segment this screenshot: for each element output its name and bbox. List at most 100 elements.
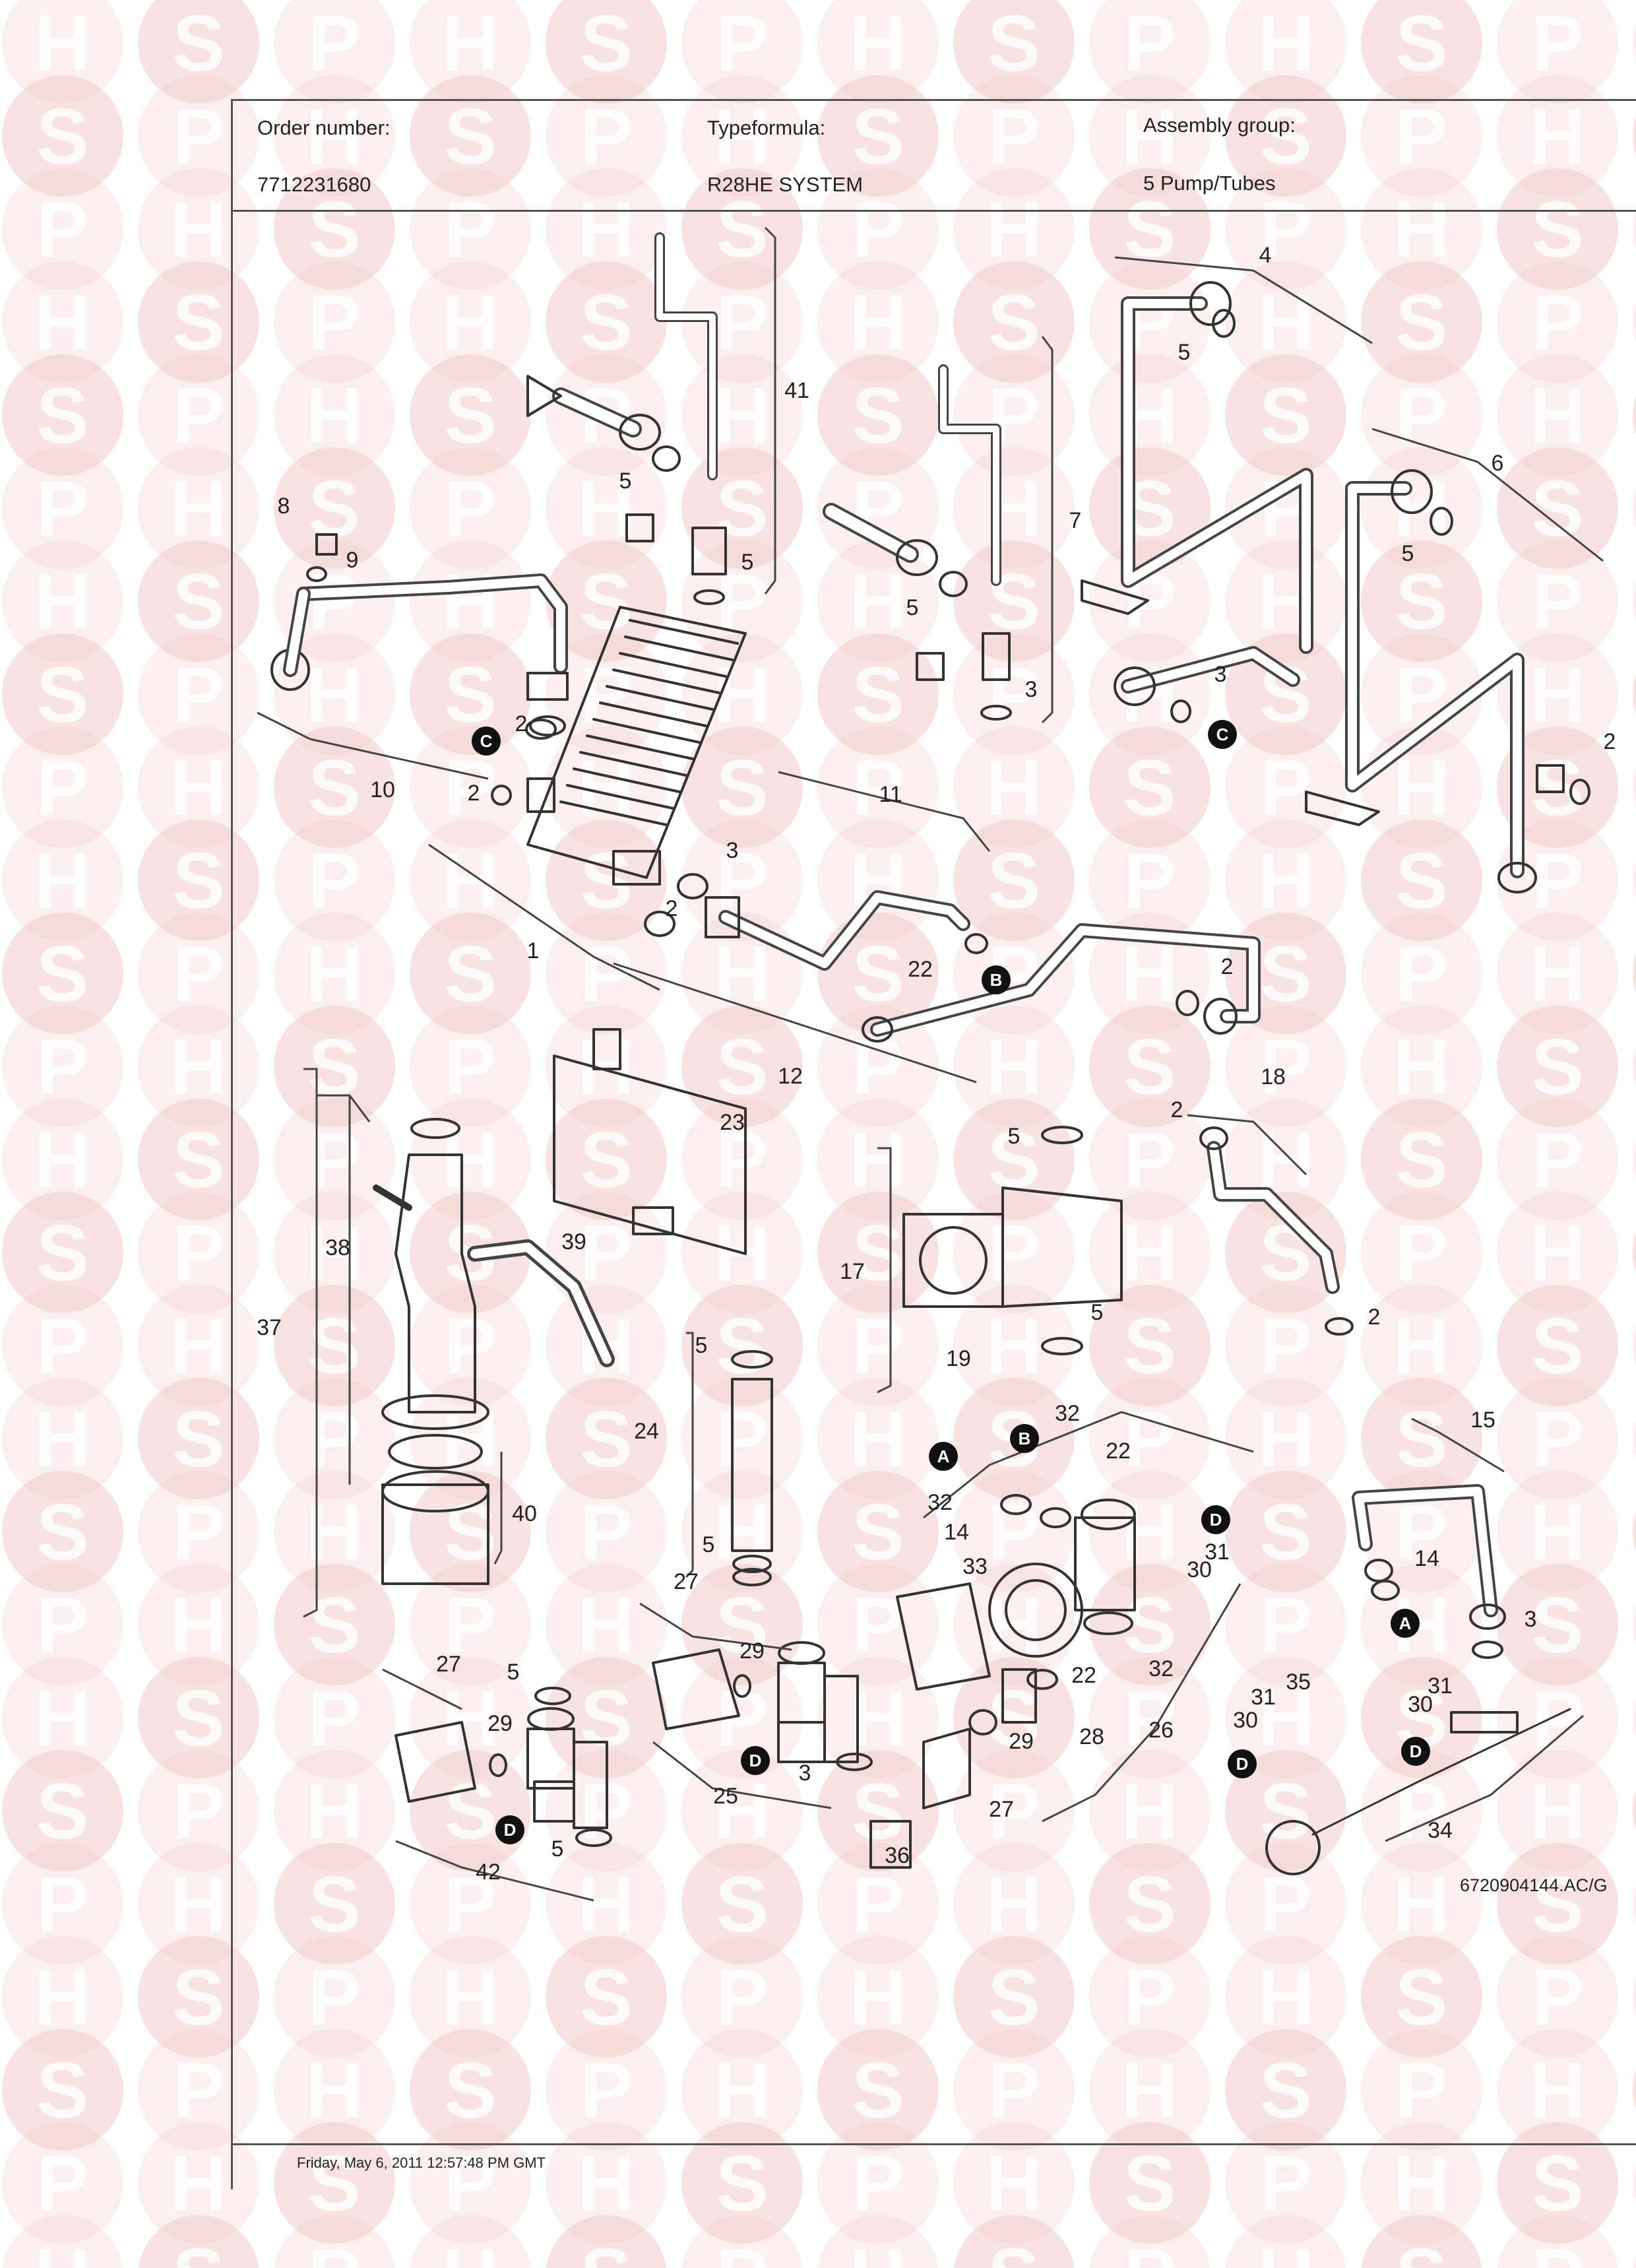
watermark-letter: P	[716, 278, 769, 367]
watermark-circle	[274, 820, 395, 941]
watermark-circle	[817, 75, 939, 197]
watermark-letter: P	[444, 465, 497, 553]
watermark-circle	[1361, 1378, 1482, 1499]
watermark-letter: S	[36, 92, 89, 181]
watermark-letter: H	[850, 278, 907, 367]
watermark-circle	[138, 1471, 259, 1592]
watermark-letter: S	[1123, 1860, 1176, 1949]
callout-42: 42	[476, 1860, 501, 1885]
watermark-letter: S	[1123, 744, 1176, 832]
watermark-letter: H	[442, 278, 499, 367]
watermark-letter: H	[1529, 930, 1587, 1018]
watermark-circle	[1633, 1233, 1636, 1272]
watermark-circle	[681, 2122, 803, 2244]
watermark-circle	[410, 1099, 531, 1220]
document-code: 6720904144.AC/G	[1460, 1875, 1608, 1895]
callout-3: 3	[1525, 1607, 1537, 1632]
watermark-letter: H	[306, 651, 363, 739]
marker-d: D	[1210, 1510, 1222, 1530]
watermark-letter: H	[306, 2046, 363, 2135]
watermark-circle	[681, 1843, 803, 1964]
watermark-letter: H	[1121, 92, 1179, 181]
watermark-letter: S	[172, 1953, 225, 2042]
watermark-circle	[1633, 1047, 1636, 1086]
watermark-letter: P	[444, 185, 497, 274]
watermark-letter: P	[172, 930, 225, 1018]
watermark-letter: P	[308, 2232, 361, 2268]
marker-d-circle	[1401, 1737, 1430, 1766]
watermark-circle	[546, 1564, 667, 1685]
watermark-letter: S	[1531, 744, 1584, 832]
watermark-circle	[953, 0, 1075, 104]
watermark-circle	[2, 2215, 123, 2268]
pipe-18	[1199, 1126, 1354, 1336]
watermark-letter: S	[580, 278, 633, 367]
watermark-circle	[138, 168, 259, 290]
watermark-circle	[817, 820, 939, 941]
watermark-circle	[1225, 1564, 1346, 1685]
watermark-circle	[817, 2122, 939, 2244]
callout-22: 22	[1071, 1663, 1096, 1688]
watermark-letter: S	[1531, 1023, 1584, 1111]
watermark-letter: P	[1259, 2139, 1312, 2228]
watermark-letter: H	[1529, 92, 1587, 181]
watermark-circle	[1497, 1192, 1618, 1313]
watermark-letter: P	[716, 1116, 769, 1204]
watermark-letter: H	[442, 2232, 499, 2268]
watermark-letter: S	[444, 930, 497, 1018]
watermark-letter: S	[444, 1767, 497, 1856]
watermark-letter: P	[988, 92, 1040, 181]
watermark-letter: S	[716, 1302, 769, 1390]
watermark-circle	[1361, 261, 1482, 383]
callout-3: 3	[1025, 677, 1038, 702]
watermark-circle	[681, 727, 803, 848]
watermark-letter: P	[1123, 2232, 1176, 2268]
callout-9: 9	[346, 548, 359, 573]
marker-a: A	[937, 1446, 950, 1466]
watermark-letter: H	[986, 744, 1043, 832]
watermark-letter: P	[444, 2139, 497, 2228]
callout-14: 14	[944, 1520, 969, 1545]
watermark-circle	[410, 820, 531, 941]
watermark-circle	[1361, 633, 1482, 755]
watermark-letter: S	[1531, 185, 1584, 274]
watermark-circle	[681, 2029, 803, 2151]
watermark-circle	[1089, 75, 1211, 197]
watermark-circle	[138, 2122, 259, 2244]
watermark-circle	[274, 0, 395, 104]
callout-33: 33	[962, 1554, 988, 1579]
watermark-letter: H	[306, 1767, 363, 1856]
watermark-circle	[138, 1564, 259, 1685]
watermark-letter: H	[1393, 185, 1451, 274]
callout-29: 29	[739, 1638, 765, 1664]
watermark-letter: H	[850, 1674, 907, 1763]
watermark-circle	[2, 2029, 123, 2151]
watermark-circle	[274, 913, 395, 1034]
watermark-letter: S	[716, 744, 769, 832]
watermark-circle	[138, 354, 259, 476]
watermark-letter: P	[36, 465, 89, 553]
watermark-letter: P	[852, 1302, 904, 1390]
marker-c: C	[480, 731, 493, 751]
watermark-letter: P	[308, 0, 361, 88]
watermark-circle	[681, 1657, 803, 1778]
watermark-letter: S	[172, 558, 225, 646]
watermark-letter: H	[170, 1581, 228, 1669]
watermark-circle	[1633, 2163, 1636, 2203]
watermark-circle	[1633, 488, 1636, 528]
watermark-circle	[817, 1006, 939, 1127]
watermark-letter: S	[172, 1395, 225, 1483]
watermark-circle	[1089, 168, 1211, 290]
watermark-circle	[1497, 913, 1618, 1034]
watermark-circle	[953, 2215, 1075, 2268]
watermark-circle	[1633, 1326, 1636, 1365]
watermark-circle	[953, 447, 1075, 569]
watermark-circle	[817, 1099, 939, 1220]
watermark-circle	[410, 1750, 531, 1871]
watermark-letter: S	[1395, 837, 1448, 925]
tube-assembly-12	[862, 923, 1261, 1043]
watermark-circle	[1497, 447, 1618, 569]
watermark-letter: P	[36, 2139, 89, 2228]
callout-32: 32	[1055, 1401, 1080, 1426]
watermark-circle	[410, 1843, 531, 1964]
